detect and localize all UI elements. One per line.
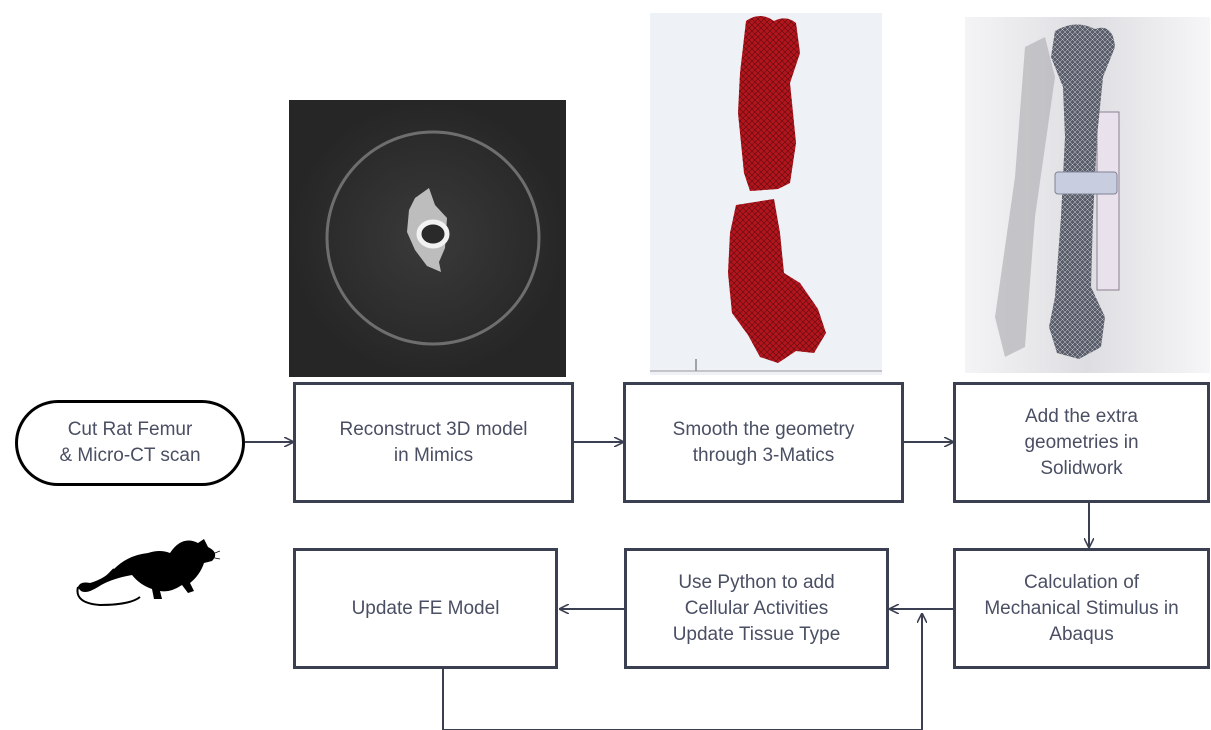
step4-label: Calculation of Mechanical Stimulus in Ab…	[984, 571, 1179, 645]
step3-box: Add the extra geometries in Solidwork	[953, 382, 1210, 503]
step5-label: Use Python to add Cellular Activities Up…	[672, 571, 841, 645]
step6-box: Update FE Model	[293, 548, 558, 669]
femur-with-fixator-icon	[965, 17, 1210, 373]
step1-box: Reconstruct 3D model in Mimics	[293, 382, 574, 503]
step1-label: Reconstruct 3D model in Mimics	[339, 418, 528, 466]
start-box: Cut Rat Femur & Micro-CT scan	[15, 400, 245, 486]
start-label: Cut Rat Femur & Micro-CT scan	[59, 419, 201, 466]
micro-ct-image	[289, 100, 566, 377]
red-bone-mesh-icon	[650, 16, 882, 372]
micro-ct-slice-icon	[289, 100, 566, 377]
red-mesh-image	[650, 13, 882, 375]
rat-icon	[76, 539, 220, 607]
step6-label: Update FE Model	[351, 597, 500, 619]
gray-mesh-image	[965, 17, 1210, 373]
step5-box: Use Python to add Cellular Activities Up…	[624, 548, 889, 669]
loop-line	[442, 668, 922, 730]
step2-label: Smooth the geometry through 3-Matics	[672, 418, 855, 466]
step3-label: Add the extra geometries in Solidwork	[1024, 405, 1139, 479]
step2-box: Smooth the geometry through 3-Matics	[623, 382, 904, 503]
step4-box: Calculation of Mechanical Stimulus in Ab…	[953, 548, 1210, 669]
